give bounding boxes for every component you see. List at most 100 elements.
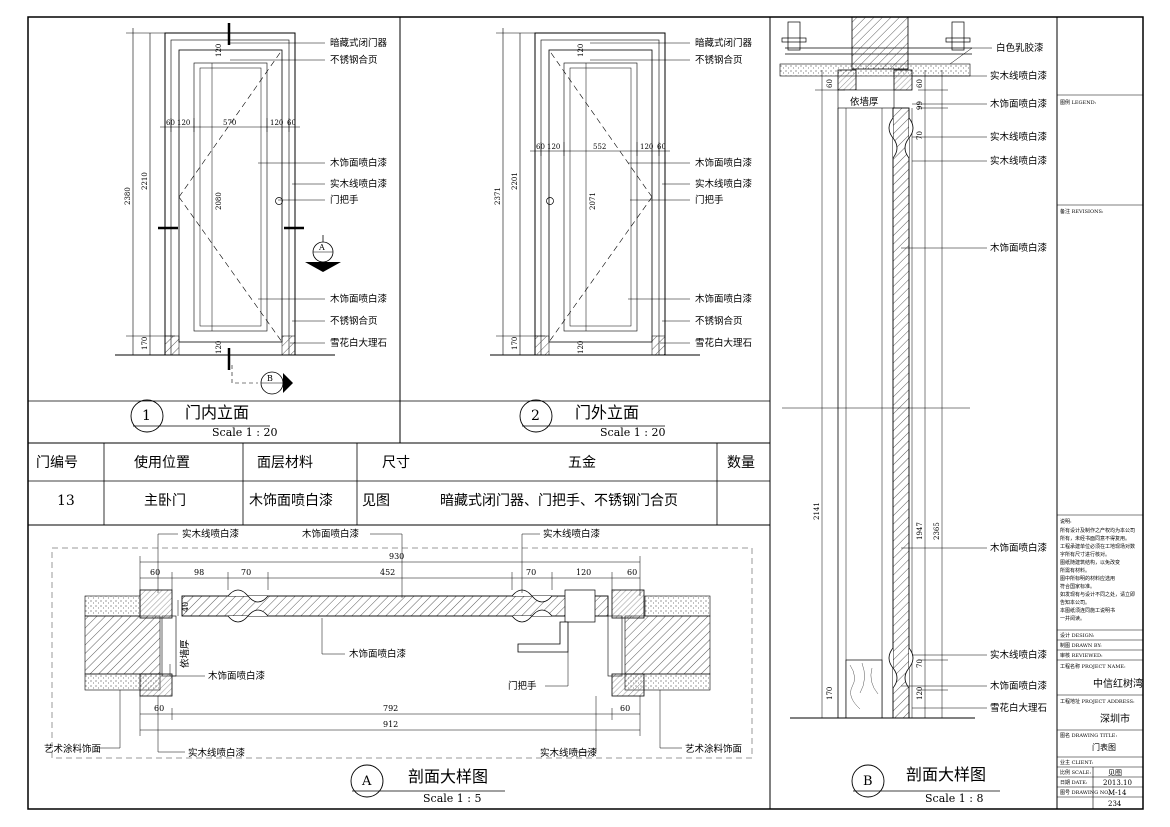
leader-label: 雪花白大理石 — [990, 702, 1047, 714]
dim-text: 120 — [640, 143, 653, 151]
leader-label: 实木线喷白漆 — [695, 178, 753, 190]
dim-text: 170 — [511, 337, 519, 350]
note-line: 一并阅读。 — [1060, 615, 1085, 622]
address-label: 工程地址 PROJECT ADDRESS: — [1060, 698, 1135, 705]
dim-text: 60 — [154, 704, 164, 713]
note-line: 所有，未经书面同意不得复用。 — [1060, 535, 1130, 542]
section-a: 930 60 98 70 452 70 120 60 792 60 60 912… — [44, 528, 753, 805]
table-cell: 暗藏式闭门器、门把手、不锈钢门合页 — [440, 493, 678, 509]
view-number: 2 — [531, 408, 540, 424]
table-cell: 13 — [57, 493, 75, 509]
project-name: 中信红树湾 — [1093, 677, 1143, 690]
view-title: 门外立面 — [575, 403, 639, 422]
dim-text: 792 — [383, 704, 398, 713]
dim-text: 60 — [627, 568, 637, 577]
table-header: 门编号 — [36, 455, 78, 471]
leader-label: 木饰面喷白漆 — [208, 670, 266, 682]
leader-label: 白色乳胶漆 — [996, 42, 1044, 54]
dim-text: 60 — [916, 79, 924, 88]
date-value: 2013.10 — [1103, 779, 1132, 787]
dim-text: 70 — [916, 131, 924, 140]
view-scale: Scale 1 : 5 — [423, 792, 481, 805]
client-label: 业主 CLIENT: — [1060, 759, 1094, 766]
leader-label: 木饰面喷白漆 — [330, 157, 388, 169]
dim-text: 912 — [383, 720, 398, 729]
leader-label: 木饰面喷白漆 — [990, 542, 1048, 554]
drawing-title-label: 图名 DRAWING TITLE: — [1060, 732, 1117, 739]
dim-text: 2141 — [813, 502, 821, 520]
elevation-1: 60 120 570 120 60 2380 2210 2080 170 120… — [115, 23, 388, 439]
dim-text: 930 — [389, 552, 404, 561]
dim-text: 2080 — [215, 192, 223, 210]
dim-text: 60 — [287, 119, 296, 127]
dim-text: 120 — [215, 44, 223, 57]
table-header: 数量 — [727, 455, 755, 471]
note-line: 告知本公司。 — [1060, 599, 1090, 606]
dim-text: 40 — [181, 602, 190, 612]
leader-label: 木饰面喷白漆 — [990, 242, 1048, 254]
leader-label: 实木线喷白漆 — [188, 747, 246, 759]
view-number: A — [361, 774, 372, 789]
leader-label: 暗藏式闭门器 — [695, 37, 753, 49]
view-title: 门内立面 — [185, 403, 249, 422]
leader-label: 木饰面喷白漆 — [330, 293, 388, 305]
dim-text: 120 — [547, 143, 560, 151]
title-block: 图例 LEGEND: 备注 REVISIONS: 说明: 所有设计及制作之产权均… — [1057, 94, 1143, 809]
dim-text: 120 — [576, 568, 591, 577]
table-header: 五金 — [568, 455, 596, 471]
table-header: 尺寸 — [382, 455, 410, 471]
leader-label: 木饰面喷白漆 — [695, 293, 753, 305]
view-title: 剖面大样图 — [906, 765, 986, 784]
note-line: 图中所标明的材料应选用 — [1060, 575, 1115, 582]
leader-label: 实木线喷白漆 — [990, 649, 1048, 661]
design-label: 设计 DESIGN: — [1060, 632, 1095, 639]
leader-label: 实木线喷白漆 — [182, 528, 240, 540]
leader-label: 木饰面喷白漆 — [349, 648, 407, 660]
drawing-no: M-14 — [1108, 789, 1127, 797]
note-line: 所需有材料。 — [1060, 567, 1090, 574]
dim-text: 99 — [916, 101, 924, 110]
leader-label: 门把手 — [695, 194, 724, 206]
table-header: 面层材料 — [257, 455, 313, 471]
dim-text: 120 — [215, 341, 223, 354]
dim-text: 60 — [657, 143, 666, 151]
dim-text: 2201 — [511, 172, 519, 190]
leader-label: 不锈钢合页 — [330, 54, 378, 66]
leader-label: 木饰面喷白漆 — [990, 98, 1048, 110]
leader-label: 门把手 — [508, 680, 537, 692]
leader-label: 实木线喷白漆 — [543, 528, 601, 540]
date-label: 日期 DATE: — [1060, 780, 1088, 786]
leader-label: 实木线喷白漆 — [990, 131, 1048, 143]
note-line: 工程承建单位必须在工地现场对数 — [1060, 543, 1135, 550]
note-line: 所有设计及制作之产权均为本公司 — [1060, 527, 1135, 534]
table-cell: 主卧门 — [144, 493, 186, 509]
dim-text: 120 — [177, 119, 190, 127]
leader-label: 不锈钢合页 — [330, 315, 378, 327]
dim-text: 2365 — [933, 522, 941, 540]
legend-label: 图例 LEGEND: — [1060, 99, 1097, 106]
leader-label: 不锈钢合页 — [695, 315, 743, 327]
page-number: 234 — [1108, 800, 1122, 808]
scale-value: 见图 — [1108, 769, 1122, 777]
leader-label: 实木线喷白漆 — [540, 747, 598, 759]
leader-label: 木饰面喷白漆 — [302, 528, 360, 540]
revisions-label: 备注 REVISIONS: — [1060, 208, 1104, 215]
leader-label: 雪花白大理石 — [330, 337, 387, 349]
leader-label: 实木线喷白漆 — [330, 178, 388, 190]
leader-label: 依墙厚 — [850, 96, 879, 108]
dim-text: 120 — [577, 44, 585, 57]
section-tag-b: B — [267, 374, 273, 383]
dim-text: 570 — [223, 119, 236, 127]
view-scale: Scale 1 : 8 — [925, 792, 983, 805]
dim-text: 98 — [194, 568, 204, 577]
drawing-title: 门表图 — [1092, 742, 1116, 752]
dim-text: 60 — [826, 79, 834, 88]
notes-heading: 说明: — [1060, 518, 1072, 525]
project-label: 工程名称 PROJECT NAME: — [1060, 663, 1126, 670]
scale-label: 比例 SCALE: — [1060, 769, 1091, 776]
dim-text: 2071 — [589, 192, 597, 210]
leader-label: 不锈钢合页 — [695, 54, 743, 66]
leader-label: 实木线喷白漆 — [990, 70, 1048, 82]
view-scale: Scale 1 : 20 — [212, 426, 277, 439]
